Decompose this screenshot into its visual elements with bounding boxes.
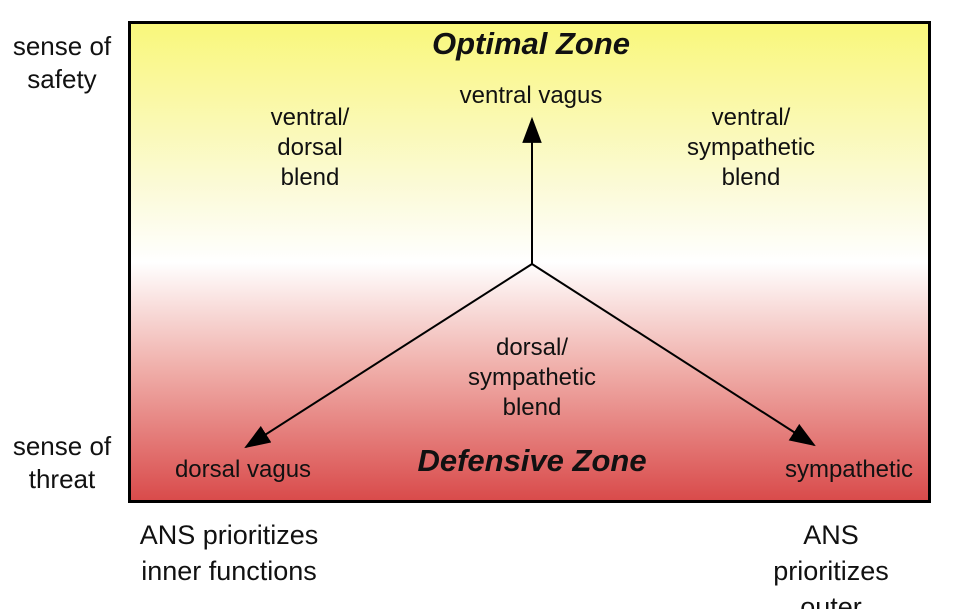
defensive-zone-title: Defensive Zone <box>417 443 647 478</box>
ventral-dorsal-blend-label: ventral/ dorsal blend <box>270 104 350 191</box>
dorsal-sympathetic-blend-label: dorsal/ sympathetic blend <box>467 334 597 421</box>
sense-of-threat-label: sense of threat <box>12 431 112 494</box>
sympathetic-label: sympathetic <box>784 456 914 483</box>
ventral-sympathetic-blend-label: ventral/ sympathetic blend <box>686 104 816 191</box>
dorsal-vagus-label: dorsal vagus <box>174 456 312 483</box>
ventral-vagus-label: ventral vagus <box>459 82 603 109</box>
optimal-zone-title: Optimal Zone <box>431 26 631 61</box>
ans-outer-action-caption: ANS prioritizes outer action <box>773 520 889 609</box>
sense-of-safety-label: sense of safety <box>12 31 112 94</box>
ans-inner-functions-caption: ANS prioritizes inner functions <box>139 520 319 586</box>
